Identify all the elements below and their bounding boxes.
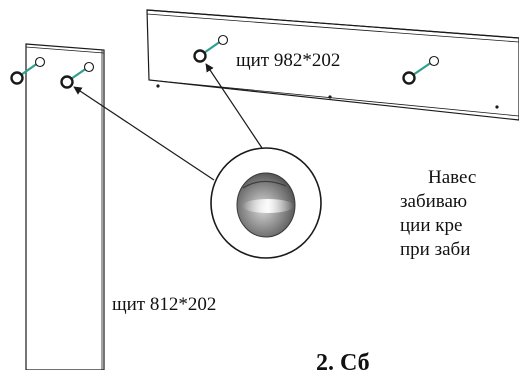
section-heading: 2. Сб	[316, 350, 370, 376]
dowel-side-left	[10, 56, 46, 85]
dowel-side-right	[60, 61, 95, 89]
dowel-top-right	[402, 55, 440, 85]
dowel-top-left	[193, 34, 229, 63]
hole-dot	[495, 105, 499, 109]
side-panel	[25, 43, 105, 371]
cap-detail	[236, 172, 296, 238]
top-panel-label: щит 982*202	[236, 50, 341, 71]
cap-callout	[210, 147, 322, 259]
instruction-line: при заби	[400, 239, 471, 260]
instruction-line: Навес	[428, 167, 477, 188]
hole-dot	[156, 84, 160, 88]
side-panel-label: щит 812*202	[112, 294, 217, 315]
leader-arrow-side	[73, 86, 215, 181]
instruction-line: ции кре	[400, 215, 463, 236]
instruction-line: забиваю	[400, 191, 468, 212]
leader-arrow-top	[205, 63, 263, 149]
top-panel	[146, 9, 519, 121]
hole-dot	[328, 95, 332, 99]
